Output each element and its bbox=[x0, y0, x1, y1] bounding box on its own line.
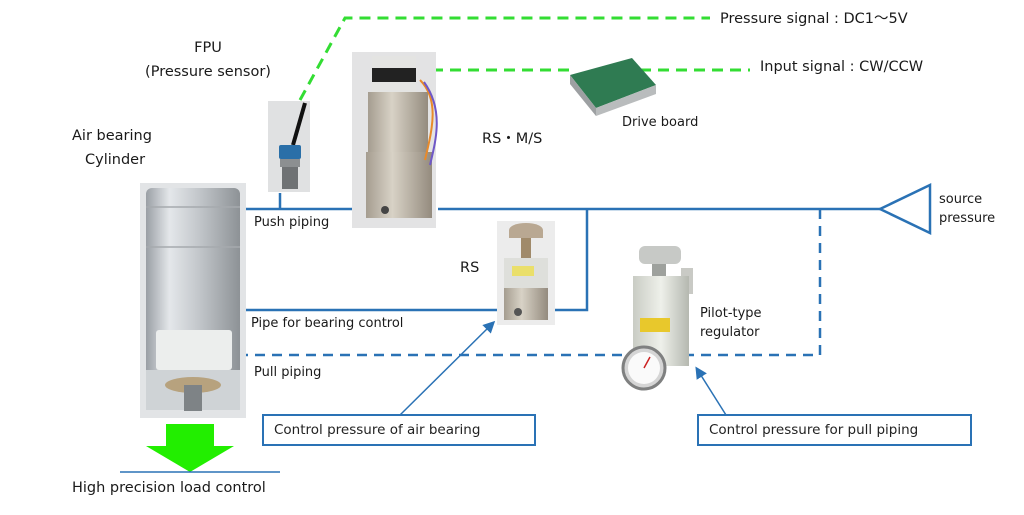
pilot-type-regulator bbox=[621, 246, 693, 391]
output-label: High precision load control bbox=[72, 480, 266, 496]
pull-piping-pressure-callout: Control pressure for pull piping bbox=[697, 414, 972, 446]
cylinder-label-line2: Cylinder bbox=[85, 152, 146, 168]
air-bearing-callout-leader bbox=[399, 320, 496, 416]
push-piping-label: Push piping bbox=[254, 215, 330, 230]
air-bearing-pressure-callout: Control pressure of air bearing bbox=[262, 414, 536, 446]
drive-board bbox=[570, 58, 656, 116]
pressure-signal-label: Pressure signal : DC1～5V bbox=[720, 11, 908, 27]
source-pressure-label-line1: source bbox=[939, 192, 983, 207]
pull-piping-label: Pull piping bbox=[254, 365, 322, 380]
input-signal-label: Input signal : CW/CCW bbox=[760, 59, 924, 75]
rs-ms-motor-regulator bbox=[352, 52, 438, 228]
rs-branch bbox=[545, 209, 589, 312]
pipes-solid bbox=[238, 193, 880, 312]
pilot-regulator-label-line1: Pilot-type bbox=[700, 306, 762, 321]
source-pressure-symbol bbox=[877, 183, 932, 235]
rs-regulator bbox=[497, 221, 555, 325]
pilot-supply-pipe bbox=[688, 209, 822, 357]
cylinder-label-line1: Air bearing bbox=[72, 128, 152, 144]
fpu-subtitle: (Pressure sensor) bbox=[145, 64, 271, 80]
fpu-title: FPU bbox=[194, 40, 222, 56]
rs-ms-label: RS・M/S bbox=[482, 131, 543, 147]
signal-lines bbox=[298, 16, 750, 101]
pilot-regulator-label-line2: regulator bbox=[700, 325, 760, 340]
pressure-signal-line bbox=[298, 16, 710, 101]
drive-board-label: Drive board bbox=[622, 115, 699, 130]
pipes-dashed bbox=[238, 209, 822, 357]
bearing-control-pipe-label: Pipe for bearing control bbox=[251, 316, 404, 331]
load-output-arrow-icon bbox=[120, 424, 280, 473]
fpu-pressure-sensor bbox=[268, 101, 310, 192]
source-pressure-label-line2: pressure bbox=[939, 211, 996, 226]
rs-label: RS bbox=[460, 260, 480, 276]
air-bearing-cylinder bbox=[140, 183, 246, 418]
pull-piping-callout-leader bbox=[695, 366, 727, 416]
